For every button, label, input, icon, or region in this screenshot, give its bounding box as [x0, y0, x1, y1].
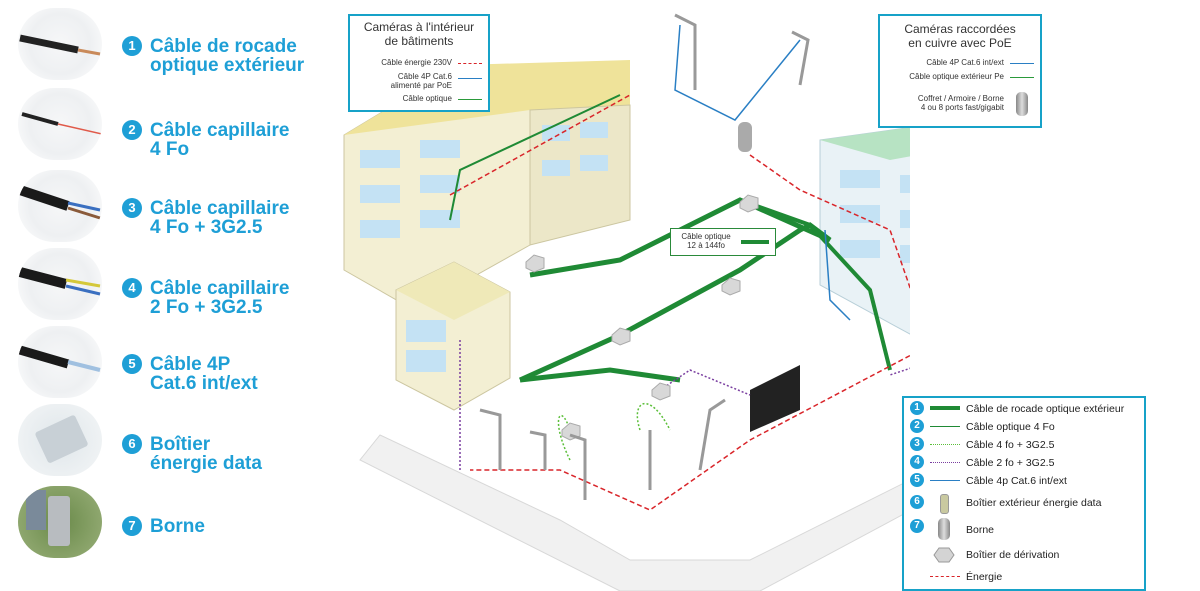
- legend-label: Câble de rocade optique extérieur: [966, 403, 1125, 415]
- fiber-swatch: [1010, 77, 1034, 78]
- legend-number: 2: [910, 419, 924, 433]
- callout-row-label: Câble optique extérieur Pe: [909, 72, 1004, 81]
- cable-photo: [18, 88, 102, 160]
- callout-row: Câble 4P Cat.6 int/ext: [880, 58, 1040, 70]
- borne-icon: [938, 518, 950, 540]
- legend-swatch: [930, 480, 960, 481]
- cable-number: 6: [122, 434, 142, 454]
- purple-line: [459, 340, 910, 470]
- callout-row-label: Coffret / Armoire / Borne 4 ou 8 ports f…: [917, 94, 1004, 112]
- cat6-swatch: [458, 78, 482, 79]
- legend-label: Câble 2 fo + 3G2.5: [966, 457, 1055, 469]
- cable-title: Câble capillaire 4 Fo + 3G2.5: [150, 198, 290, 238]
- fiber-tag-label: Câble optique 12 à 144fo: [681, 232, 731, 250]
- cable-number: 1: [122, 36, 142, 56]
- callout-row-label: Câble énergie 230V: [381, 58, 452, 67]
- cable-title: Boîtier énergie data: [150, 434, 262, 474]
- cable-item-5: 5 Câble 4P Cat.6 int/ext: [0, 326, 330, 398]
- legend-swatch: [930, 444, 960, 445]
- legend-label: Énergie: [966, 571, 1003, 583]
- legend-number: 7: [910, 519, 924, 533]
- cable-item-2: 2 Câble capillaire 4 Fo: [0, 88, 330, 160]
- cable-item-6: 6 Boîtier énergie data: [0, 404, 330, 476]
- callout-poe-cameras: Caméras raccordées en cuivre avec PoE Câ…: [878, 14, 1042, 128]
- borne-icon: [738, 122, 752, 152]
- callout-title: Caméras raccordées en cuivre avec PoE: [904, 22, 1016, 50]
- callout-inside-buildings: Caméras à l'intérieur de bâtiments Câble…: [348, 14, 490, 112]
- cat6-swatch: [1010, 63, 1034, 64]
- legend-number: 4: [910, 455, 924, 469]
- cable-number: 3: [122, 198, 142, 218]
- legend: 1 Câble de rocade optique extérieur 2 Câ…: [902, 396, 1146, 591]
- callout-row-label: Câble 4P Cat.6 alimenté par PoE: [390, 72, 452, 90]
- junction-boxes: [525, 194, 759, 441]
- legend-row-7: 7 Borne: [908, 518, 1144, 542]
- legend-number: 6: [910, 495, 924, 509]
- legend-row-1: 1 Câble de rocade optique extérieur: [908, 400, 1144, 418]
- legend-label: Câble 4 fo + 3G2.5: [966, 439, 1055, 451]
- callout-row: Câble énergie 230V: [350, 58, 488, 70]
- legend-swatch: [930, 426, 960, 427]
- callout-row-label: Câble 4P Cat.6 int/ext: [926, 58, 1004, 67]
- legend-number: 5: [910, 473, 924, 487]
- legend-label: Câble 4p Cat.6 int/ext: [966, 475, 1067, 487]
- cable-title: Câble capillaire 4 Fo: [150, 120, 290, 160]
- cable-photo: [18, 326, 102, 398]
- legend-row-9: Énergie: [908, 568, 1144, 586]
- cable-title: Câble de rocade optique extérieur: [150, 36, 305, 76]
- cable-item-3: 3 Câble capillaire 4 Fo + 3G2.5: [0, 170, 330, 242]
- legend-label: Câble optique 4 Fo: [966, 421, 1055, 433]
- cable-photo: [18, 8, 102, 80]
- cable-number: 4: [122, 278, 142, 298]
- legend-swatch: [930, 406, 960, 410]
- road: [359, 434, 910, 591]
- callout-row: Câble 4P Cat.6 alimenté par PoE: [350, 72, 488, 92]
- fiber-capacity-tag: Câble optique 12 à 144fo: [670, 228, 776, 256]
- office-building-right-roof: [820, 127, 910, 160]
- legend-row-5: 5 Câble 4p Cat.6 int/ext: [908, 472, 1144, 490]
- cable-photo: [18, 170, 102, 242]
- callout-row: Coffret / Armoire / Borne 4 ou 8 ports f…: [880, 92, 1040, 116]
- fiber-swatch: [458, 99, 482, 100]
- legend-row-6: 6 Boîtier extérieur énergie data: [908, 494, 1144, 516]
- fiber-swatch: [741, 240, 769, 244]
- cat6-line: [674, 24, 801, 121]
- callout-row: Câble optique: [350, 94, 488, 106]
- cable-number: 2: [122, 120, 142, 140]
- cable-title: Borne: [150, 516, 205, 537]
- legend-row-8: Boîtier de dérivation: [908, 546, 1144, 566]
- legend-number: 3: [910, 437, 924, 451]
- legend-swatch: [930, 462, 960, 463]
- legend-number: 1: [910, 401, 924, 415]
- callout-row: Câble optique extérieur Pe: [880, 72, 1040, 84]
- cable-number: 7: [122, 516, 142, 536]
- cable-item-4: 4 Câble capillaire 2 Fo + 3G2.5: [0, 248, 330, 320]
- windows: [360, 122, 608, 238]
- cable-title: Câble 4P Cat.6 int/ext: [150, 354, 258, 394]
- cable-item-7: 7 Borne: [0, 486, 330, 558]
- callout-title: Caméras à l'intérieur de bâtiments: [363, 20, 475, 48]
- junction-box-icon: [940, 494, 949, 514]
- cable-photo: [18, 404, 102, 476]
- cable-number: 5: [122, 354, 142, 374]
- legend-label: Boîtier extérieur énergie data: [966, 497, 1102, 509]
- energy-line: [449, 94, 910, 511]
- legend-row-2: 2 Câble optique 4 Fo: [908, 418, 1144, 436]
- legend-label: Borne: [966, 524, 995, 536]
- callout-row-label: Câble optique: [402, 94, 452, 103]
- street-lamps: [479, 13, 810, 500]
- hex-junction-icon: [933, 547, 955, 563]
- cable-photo: [18, 248, 102, 320]
- energy-swatch: [458, 63, 482, 64]
- cable-item-1: 1 Câble de rocade optique extérieur: [0, 8, 330, 80]
- legend-row-3: 3 Câble 4 fo + 3G2.5: [908, 436, 1144, 454]
- network-illustration: [343, 13, 910, 591]
- legend-row-4: 4 Câble 2 fo + 3G2.5: [908, 454, 1144, 472]
- billboard: [750, 365, 800, 432]
- borne-icon: [1016, 92, 1028, 116]
- legend-swatch: [930, 576, 960, 577]
- legend-label: Boîtier de dérivation: [966, 549, 1060, 561]
- cable-title: Câble capillaire 2 Fo + 3G2.5: [150, 278, 290, 318]
- cable-photo: [18, 486, 102, 558]
